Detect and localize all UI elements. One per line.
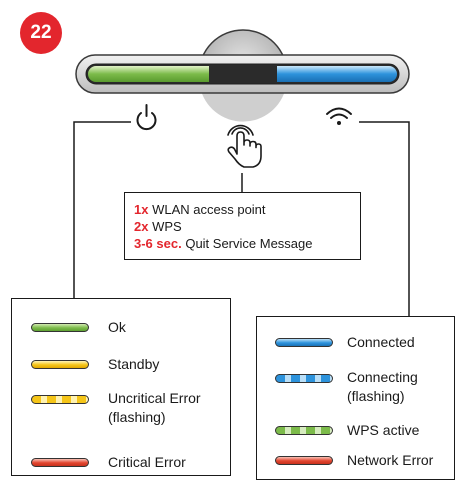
led-green-segment xyxy=(88,66,209,82)
power-led-legend: Ok Standby Uncritical Error (flashing) C… xyxy=(11,298,231,476)
instruction-line-1: 1x WLAN access point xyxy=(134,202,266,217)
instruction-line-3: 3-6 sec. Quit Service Message xyxy=(134,236,313,251)
wifi-led-legend: Connected Connecting (flashing) WPS acti… xyxy=(256,316,455,480)
led-center-segment xyxy=(209,65,277,83)
blue-led-swatch xyxy=(275,338,333,347)
green-led-swatch xyxy=(31,323,89,332)
legend-label-connected: Connected xyxy=(347,334,415,350)
instruction-line-2: 2x WPS xyxy=(134,219,182,234)
blue-flashing-led-swatch xyxy=(275,374,333,383)
instruction-box: 1x WLAN access point 2x WPS 3-6 sec. Qui… xyxy=(124,192,361,260)
led-blue-segment xyxy=(277,66,397,82)
wifi-icon xyxy=(326,107,352,125)
green-flashing-led-swatch xyxy=(275,426,333,435)
power-icon xyxy=(136,104,157,131)
legend-label-wps-active: WPS active xyxy=(347,422,420,438)
red-led-swatch xyxy=(31,458,89,467)
red-led-swatch-network xyxy=(275,456,333,465)
touch-icon xyxy=(227,124,262,168)
legend-label-standby: Standby xyxy=(108,356,160,372)
legend-label-uncritical-error: Uncritical Error (flashing) xyxy=(108,390,201,425)
legend-label-ok: Ok xyxy=(108,319,126,335)
yellow-flashing-led-swatch xyxy=(31,395,89,404)
step-badge: 22 xyxy=(20,12,62,54)
yellow-led-swatch xyxy=(31,360,89,369)
legend-label-connecting: Connecting (flashing) xyxy=(347,369,418,404)
legend-label-critical-error: Critical Error xyxy=(108,454,186,470)
legend-label-network-error: Network Error xyxy=(347,452,434,468)
